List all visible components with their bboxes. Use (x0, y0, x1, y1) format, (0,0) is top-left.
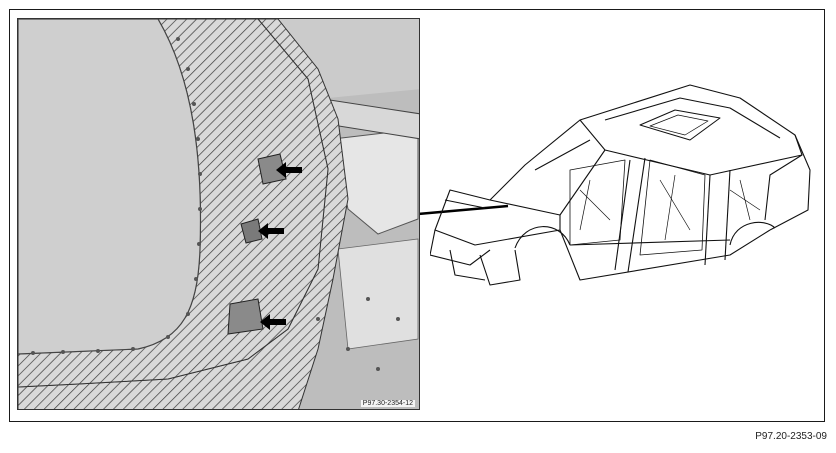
arrow-left-icon (276, 162, 302, 178)
detail-photo: P97.30-2354-12 (17, 18, 420, 410)
photo-reference-id: P97.30-2354-12 (360, 400, 415, 407)
figure-reference-id: P97.20-2353-09 (755, 431, 827, 442)
arrow-left-icon (258, 223, 284, 239)
vehicle-body-drawing (429, 80, 815, 295)
arrow-left-icon (260, 314, 286, 330)
